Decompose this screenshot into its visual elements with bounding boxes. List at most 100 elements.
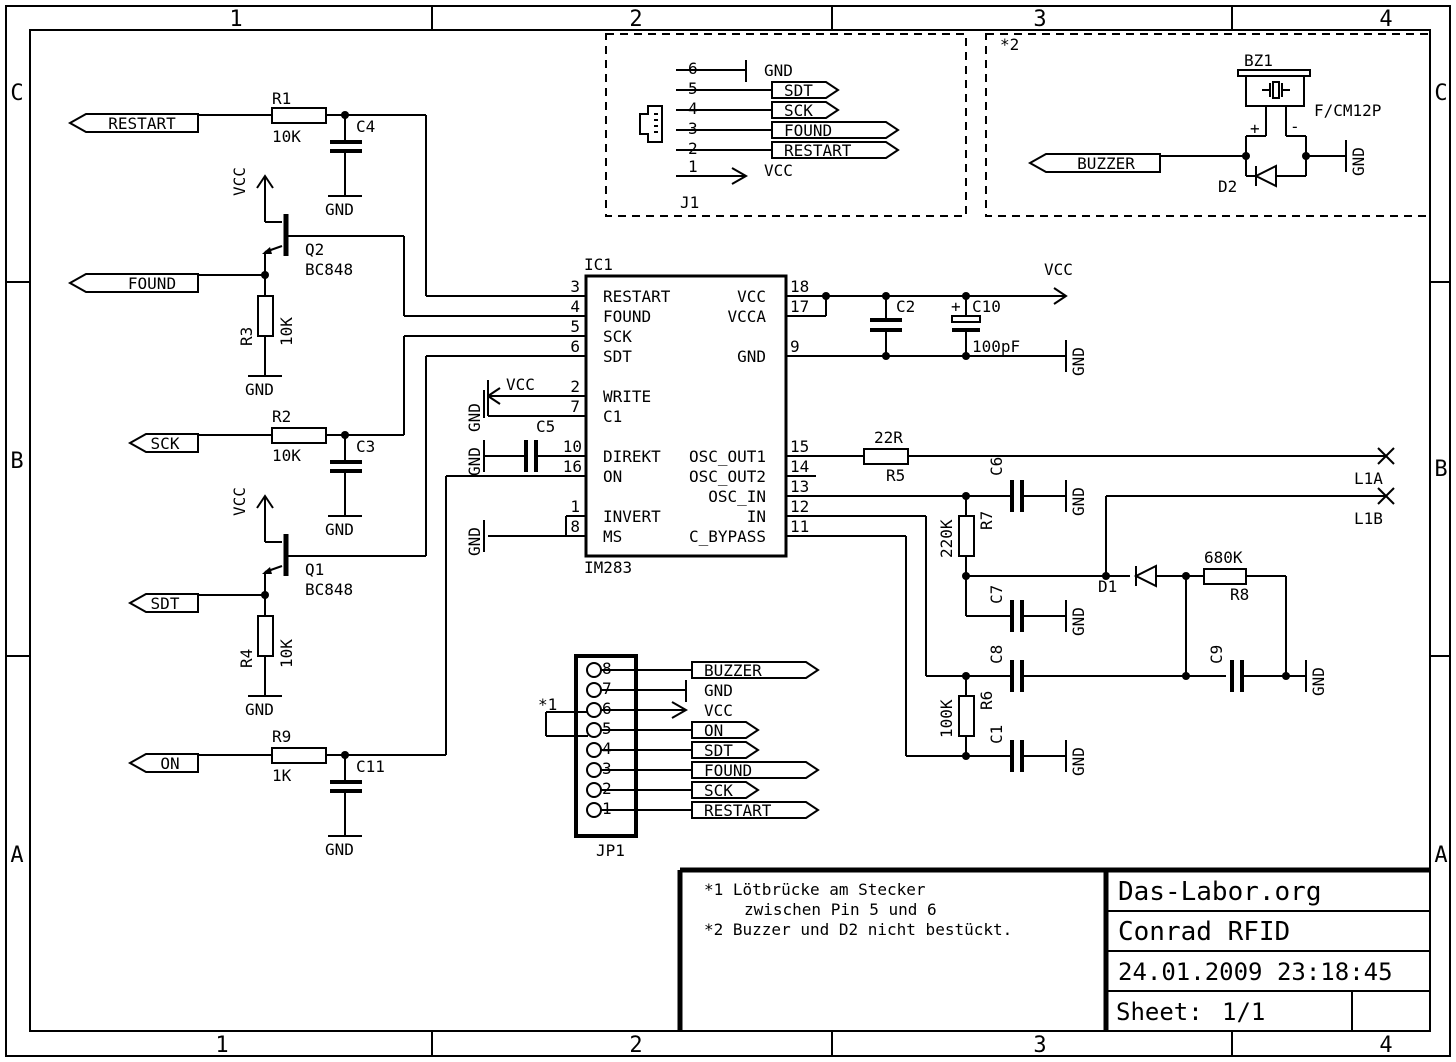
sdt-transistor-circuit: VCC Q1 BC848 SDT R4 10K GND: [127, 356, 427, 719]
ic1-right-pin-numbers: 18 17 9 15 14 13 12 11: [790, 277, 809, 536]
on-port-label: ON: [160, 754, 179, 773]
r5-resistor: [863, 448, 909, 465]
title-sheet-value: 1/1: [1222, 998, 1265, 1026]
buzzer-port-symbol: [1027, 153, 1161, 173]
r4-value: 10K: [277, 639, 296, 668]
j1-pin-num: 4: [688, 99, 698, 118]
ic1-pin-label: MS: [603, 527, 622, 546]
ic1-pin-num: 17: [790, 297, 809, 316]
column-label-2-bottom: 2: [629, 1033, 642, 1058]
c8-name: C8: [987, 645, 1006, 664]
r2-name: R2: [272, 407, 291, 426]
ic1-pin-num: 3: [570, 277, 580, 296]
ic1-pin-label: SDT: [603, 347, 632, 366]
ic1-pin-label: IN: [747, 507, 766, 526]
r6-value: 100K: [937, 699, 956, 738]
r7-resistor: [958, 515, 975, 557]
c3-name: C3: [356, 437, 375, 456]
ic1-pin-label: VCC: [737, 287, 766, 306]
column-label-1-top: 1: [229, 7, 242, 32]
j1-pin-label: GND: [764, 61, 793, 80]
r3-name: R3: [237, 327, 256, 346]
on-input-circuit: ON R9 1K C11 GND: [127, 476, 447, 859]
ic1-pin-num: 8: [570, 517, 580, 536]
ic1-pin-label: C_BYPASS: [689, 527, 766, 546]
sck-input-circuit: SCK R2 10K C3 GND: [127, 336, 405, 539]
row-label-b-right: B: [1434, 457, 1447, 482]
found-port-label: FOUND: [128, 274, 176, 293]
c7-name: C7: [987, 585, 1006, 604]
ic1-pin-label: OSC_IN: [708, 487, 766, 506]
jp1-pin-num: 8: [602, 659, 612, 678]
ms-gnd-label: GND: [465, 527, 484, 556]
on-port-symbol: [127, 753, 199, 773]
jp1-pin-label: SDT: [704, 741, 733, 760]
ic1-pin-num: 13: [790, 477, 809, 496]
column-label-3-bottom: 3: [1033, 1033, 1046, 1058]
column-label-3-top: 3: [1033, 7, 1046, 32]
oscillator-section: 22R R5 L1A L1B C6 GND 220K R7 C7 GND: [863, 428, 1395, 776]
bz1-minus: -: [1290, 117, 1300, 136]
c10-name: C10: [972, 297, 1001, 316]
ic1-pin-label: OSC_OUT1: [689, 447, 766, 466]
buzzer-gnd-label: GND: [1349, 147, 1368, 176]
ic1-pin-label: WRITE: [603, 387, 651, 406]
c6-name: C6: [987, 457, 1006, 476]
r6-resistor: [958, 695, 975, 737]
r6-name: R6: [977, 691, 996, 710]
ic1-pin-label: VCCA: [727, 307, 766, 326]
ic1-pin-label: OSC_OUT2: [689, 467, 766, 486]
write-vcc-label: VCC: [506, 375, 535, 394]
q2-name: Q2: [305, 240, 324, 259]
r9-name: R9: [272, 727, 291, 746]
ic1-pin-label: GND: [737, 347, 766, 366]
r1-name: R1: [272, 89, 291, 108]
d1-name: D1: [1098, 577, 1117, 596]
note-line-1: *1 Lötbrücke am Stecker: [704, 880, 926, 899]
drawing-frame: [5, 5, 1451, 1057]
r7-name: R7: [977, 511, 996, 530]
ic1-pin-num: 11: [790, 517, 809, 536]
r8-value: 680K: [1204, 548, 1243, 567]
r3-resistor: [257, 295, 274, 337]
c5-name: C5: [536, 417, 555, 436]
jp1-pin-num: 4: [602, 739, 612, 758]
row-label-c-right: C: [1434, 81, 1447, 106]
jp1-pin-label: SCK: [704, 781, 733, 800]
l1b-label: L1B: [1354, 509, 1383, 528]
row-label-a-right: A: [1434, 843, 1447, 868]
ic1-pin-num: 9: [790, 337, 800, 356]
note-line-3: *2 Buzzer und D2 nicht bestückt.: [704, 920, 1012, 939]
row-label-c-left: C: [10, 81, 23, 106]
ic1-pin-label: ON: [603, 467, 622, 486]
bz1-value: F/CM12P: [1314, 101, 1381, 120]
r4-name: R4: [237, 649, 256, 668]
ic1-part: IM283: [584, 558, 632, 577]
title-sheet-label: Sheet:: [1116, 998, 1203, 1026]
ic1-left-support: VCC GND C5 GND GND: [465, 375, 556, 556]
r4-resistor: [257, 615, 274, 657]
jp1-pin-num: 1: [602, 799, 612, 818]
jp1-pin-num: 2: [602, 779, 612, 798]
title-block: Das-Labor.org Conrad RFID 24.01.2009 23:…: [1106, 877, 1430, 1031]
found-port-symbol: [67, 273, 199, 293]
r2-value: 10K: [272, 446, 301, 465]
found-transistor-circuit: VCC Q2 BC848 FOUND R3 10K GND: [67, 167, 405, 399]
sdt-port-label: SDT: [151, 594, 180, 613]
d2-name: D2: [1218, 177, 1237, 196]
column-label-2-top: 2: [629, 7, 642, 32]
r2-resistor: [271, 427, 327, 444]
c11-name: C11: [356, 757, 385, 776]
j1-pin-num: 3: [688, 119, 698, 138]
c9-gnd-label: GND: [1309, 667, 1328, 696]
r5-value: 22R: [874, 428, 903, 447]
ic1-pin-num: 1: [570, 497, 580, 516]
j1-pin-num: 2: [688, 139, 698, 158]
supply-decoupling: VCC C2 + C10 100pF GND: [822, 260, 1088, 376]
bz1-name: BZ1: [1244, 51, 1273, 70]
q2-value: BC848: [305, 260, 353, 279]
write-gnd-label: GND: [465, 403, 484, 432]
jp1-pin-num: 7: [602, 679, 612, 698]
ic1-pin-num: 6: [570, 337, 580, 356]
